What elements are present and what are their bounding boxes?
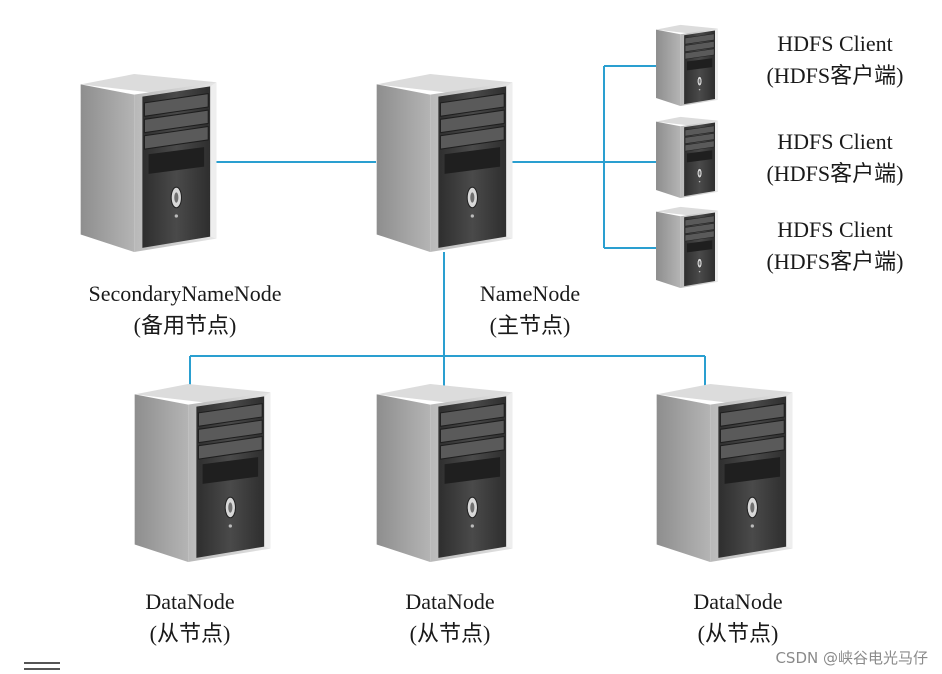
hdfs-client-2-role: (HDFS客户端) xyxy=(766,161,904,186)
hdfs-client-1-server-icon xyxy=(655,24,719,106)
connector-lines xyxy=(189,65,706,388)
secondary-namenode-label: SecondaryNameNode (备用节点) xyxy=(60,278,310,342)
datanode-3-server-icon xyxy=(656,383,793,562)
hdfs-client-2-label: HDFS Client (HDFS客户端) xyxy=(740,126,930,190)
datanode-3-role: (从节点) xyxy=(697,621,779,646)
datanode-2-role: (从节点) xyxy=(409,621,491,646)
datanode-1-name: DataNode xyxy=(145,589,235,614)
datanode-3-label: DataNode (从节点) xyxy=(658,586,818,650)
hdfs-client-3-name: HDFS Client xyxy=(777,217,893,242)
datanode-2-server-icon xyxy=(376,383,513,562)
datanode-2-name: DataNode xyxy=(405,589,495,614)
secondary-namenode-server-icon xyxy=(80,73,217,252)
datanode-1-server-icon xyxy=(134,383,271,562)
namenode-name: NameNode xyxy=(479,281,581,306)
hdfs-client-2-name: HDFS Client xyxy=(777,129,893,154)
datanode-3-name: DataNode xyxy=(693,589,783,614)
namenode-label: NameNode (主节点) xyxy=(440,278,620,342)
datanode-1-label: DataNode (从节点) xyxy=(110,586,270,650)
hdfs-client-3-server-icon xyxy=(655,206,719,288)
hdfs-client-1-label: HDFS Client (HDFS客户端) xyxy=(740,28,930,92)
corner-mark xyxy=(24,662,60,670)
namenode-role: (主节点) xyxy=(489,313,571,338)
datanode-1-role: (从节点) xyxy=(149,621,231,646)
secondary-namenode-name: SecondaryNameNode xyxy=(88,281,282,306)
secondary-namenode-role: (备用节点) xyxy=(133,313,237,338)
hdfs-client-1-role: (HDFS客户端) xyxy=(766,63,904,88)
hdfs-client-1-name: HDFS Client xyxy=(777,31,893,56)
hdfs-client-2-server-icon xyxy=(655,116,719,198)
hdfs-client-3-label: HDFS Client (HDFS客户端) xyxy=(740,214,930,278)
datanode-2-label: DataNode (从节点) xyxy=(370,586,530,650)
namenode-server-icon xyxy=(376,73,513,252)
hdfs-client-3-role: (HDFS客户端) xyxy=(766,249,904,274)
watermark: CSDN @峡谷电光马仔 xyxy=(775,649,928,667)
